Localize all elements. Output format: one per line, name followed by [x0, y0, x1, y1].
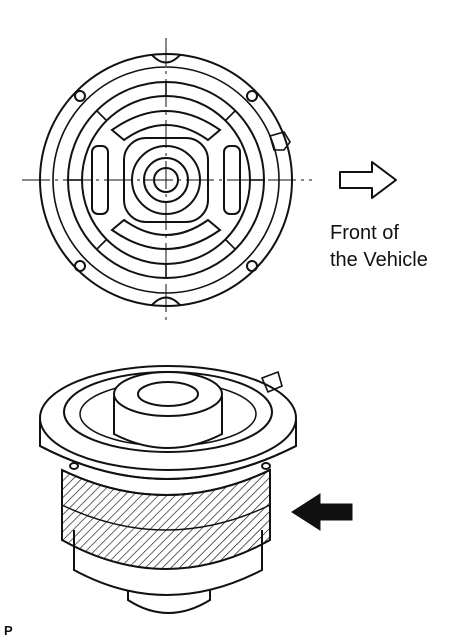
hub-boss-top	[113, 371, 223, 417]
rubber-body-band	[61, 504, 271, 531]
rubber-body-hatched	[61, 468, 271, 570]
alignment-tab	[269, 131, 291, 151]
bolt-hole	[74, 260, 86, 272]
front-direction-arrow-icon	[339, 161, 397, 199]
bolt-hole	[74, 90, 86, 102]
front-of-vehicle-label-line1: Front of	[330, 222, 399, 244]
flange-bolt-hole	[261, 462, 271, 470]
lower-arc-slot	[110, 218, 222, 250]
bolt-hole	[246, 90, 258, 102]
install-direction-arrow-icon	[291, 493, 353, 531]
front-of-vehicle-label-line2: the Vehicle	[330, 249, 428, 271]
perspective-tab	[260, 370, 283, 394]
rubber-body-top-band	[61, 469, 271, 496]
flange-lower-edge	[39, 445, 297, 480]
hub-bore	[137, 381, 199, 407]
upper-arc-slot	[110, 110, 222, 142]
centerlines	[22, 38, 312, 325]
bushing-perspective-view	[39, 365, 297, 614]
flange-bolt-hole	[69, 462, 79, 470]
figure-code: P	[4, 623, 13, 638]
bolt-hole	[246, 260, 258, 272]
